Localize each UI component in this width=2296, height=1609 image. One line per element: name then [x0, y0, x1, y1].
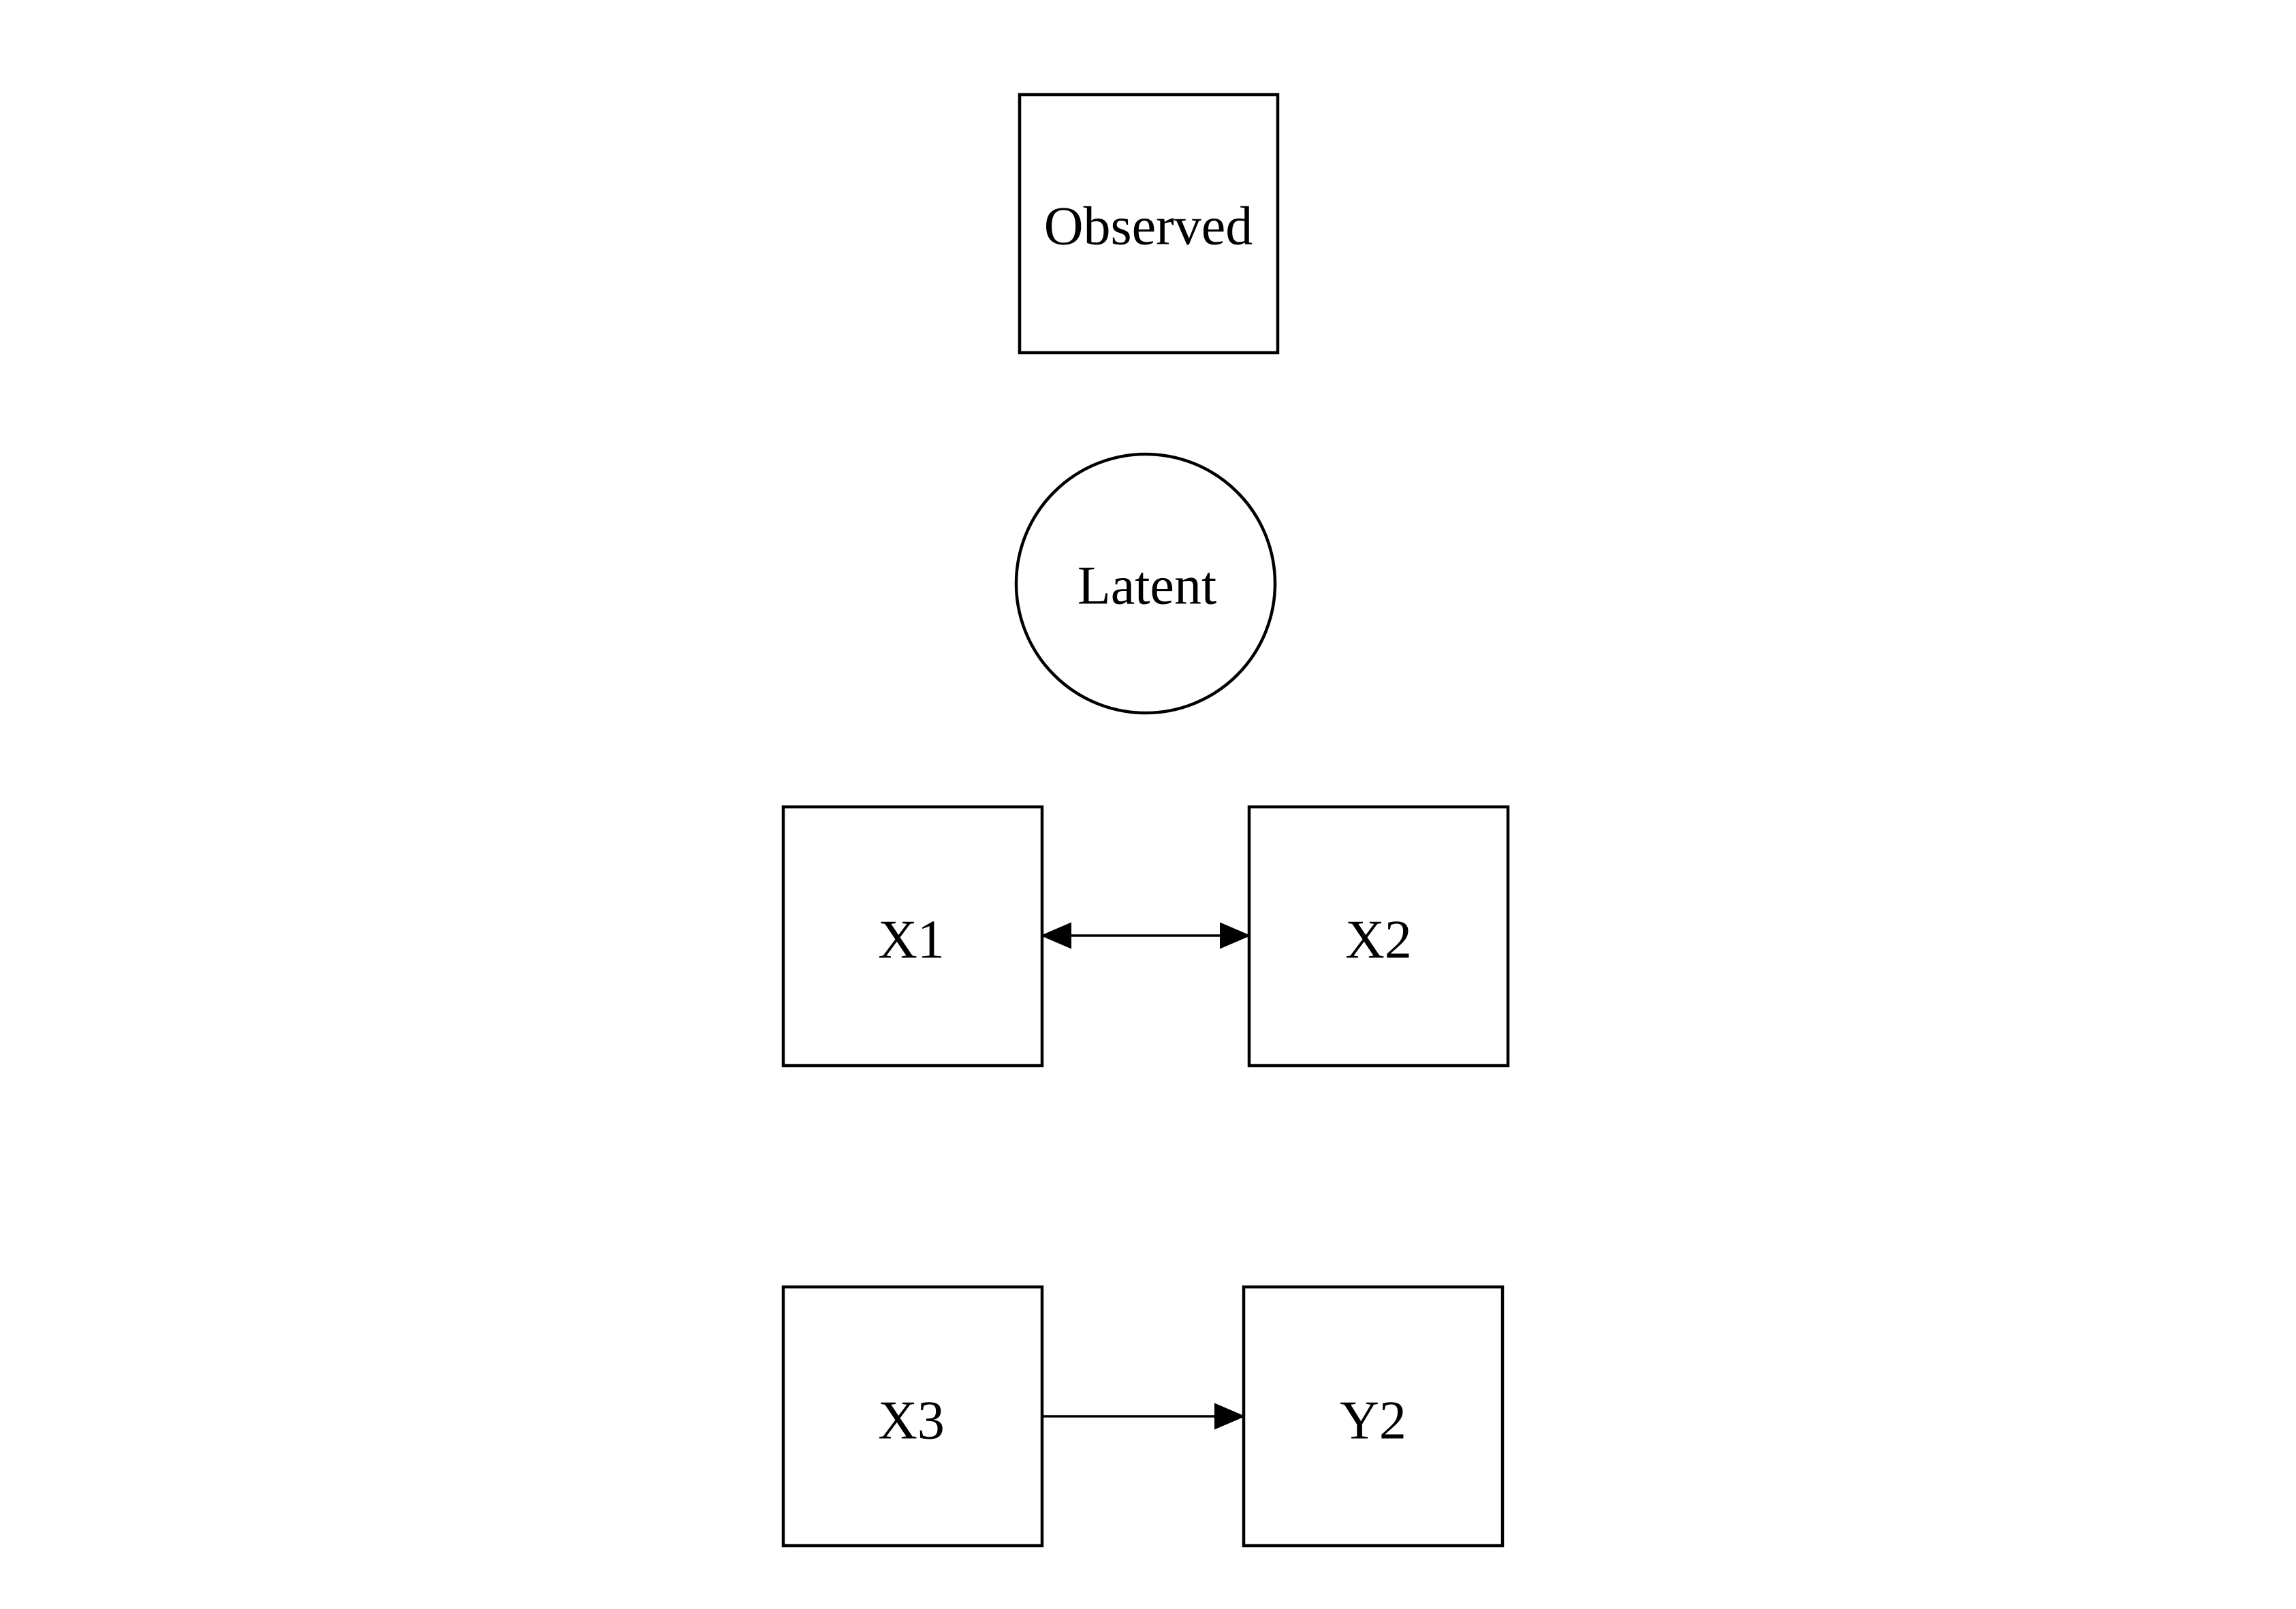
node-x1: X1 [781, 805, 1044, 1068]
y2-label: Y2 [1340, 1390, 1406, 1450]
latent-circle [1014, 452, 1277, 715]
node-x2: X2 [1247, 805, 1510, 1068]
edge-x1-x2-covariance [1040, 922, 1251, 949]
edge-x3-y2-regression [1042, 1403, 1246, 1430]
x3-label: X3 [878, 1390, 945, 1450]
node-observed: Observed [1018, 93, 1280, 355]
x2-rectangle [1247, 805, 1510, 1068]
arrowhead-right-icon [1220, 922, 1251, 949]
arrowhead-left-icon [1040, 922, 1071, 949]
node-y2: Y2 [1242, 1285, 1505, 1548]
arrowhead-right-icon [1214, 1403, 1246, 1430]
node-latent: Latent [1014, 452, 1277, 715]
x1-label: X1 [878, 910, 945, 970]
x2-label: X2 [1345, 910, 1412, 970]
node-x3: X3 [781, 1285, 1044, 1548]
latent-label: Latent [1078, 556, 1216, 616]
x1-rectangle [781, 805, 1044, 1068]
observed-rectangle [1018, 93, 1280, 355]
observed-label: Observed [1044, 196, 1253, 256]
x3-rectangle [781, 1285, 1044, 1548]
